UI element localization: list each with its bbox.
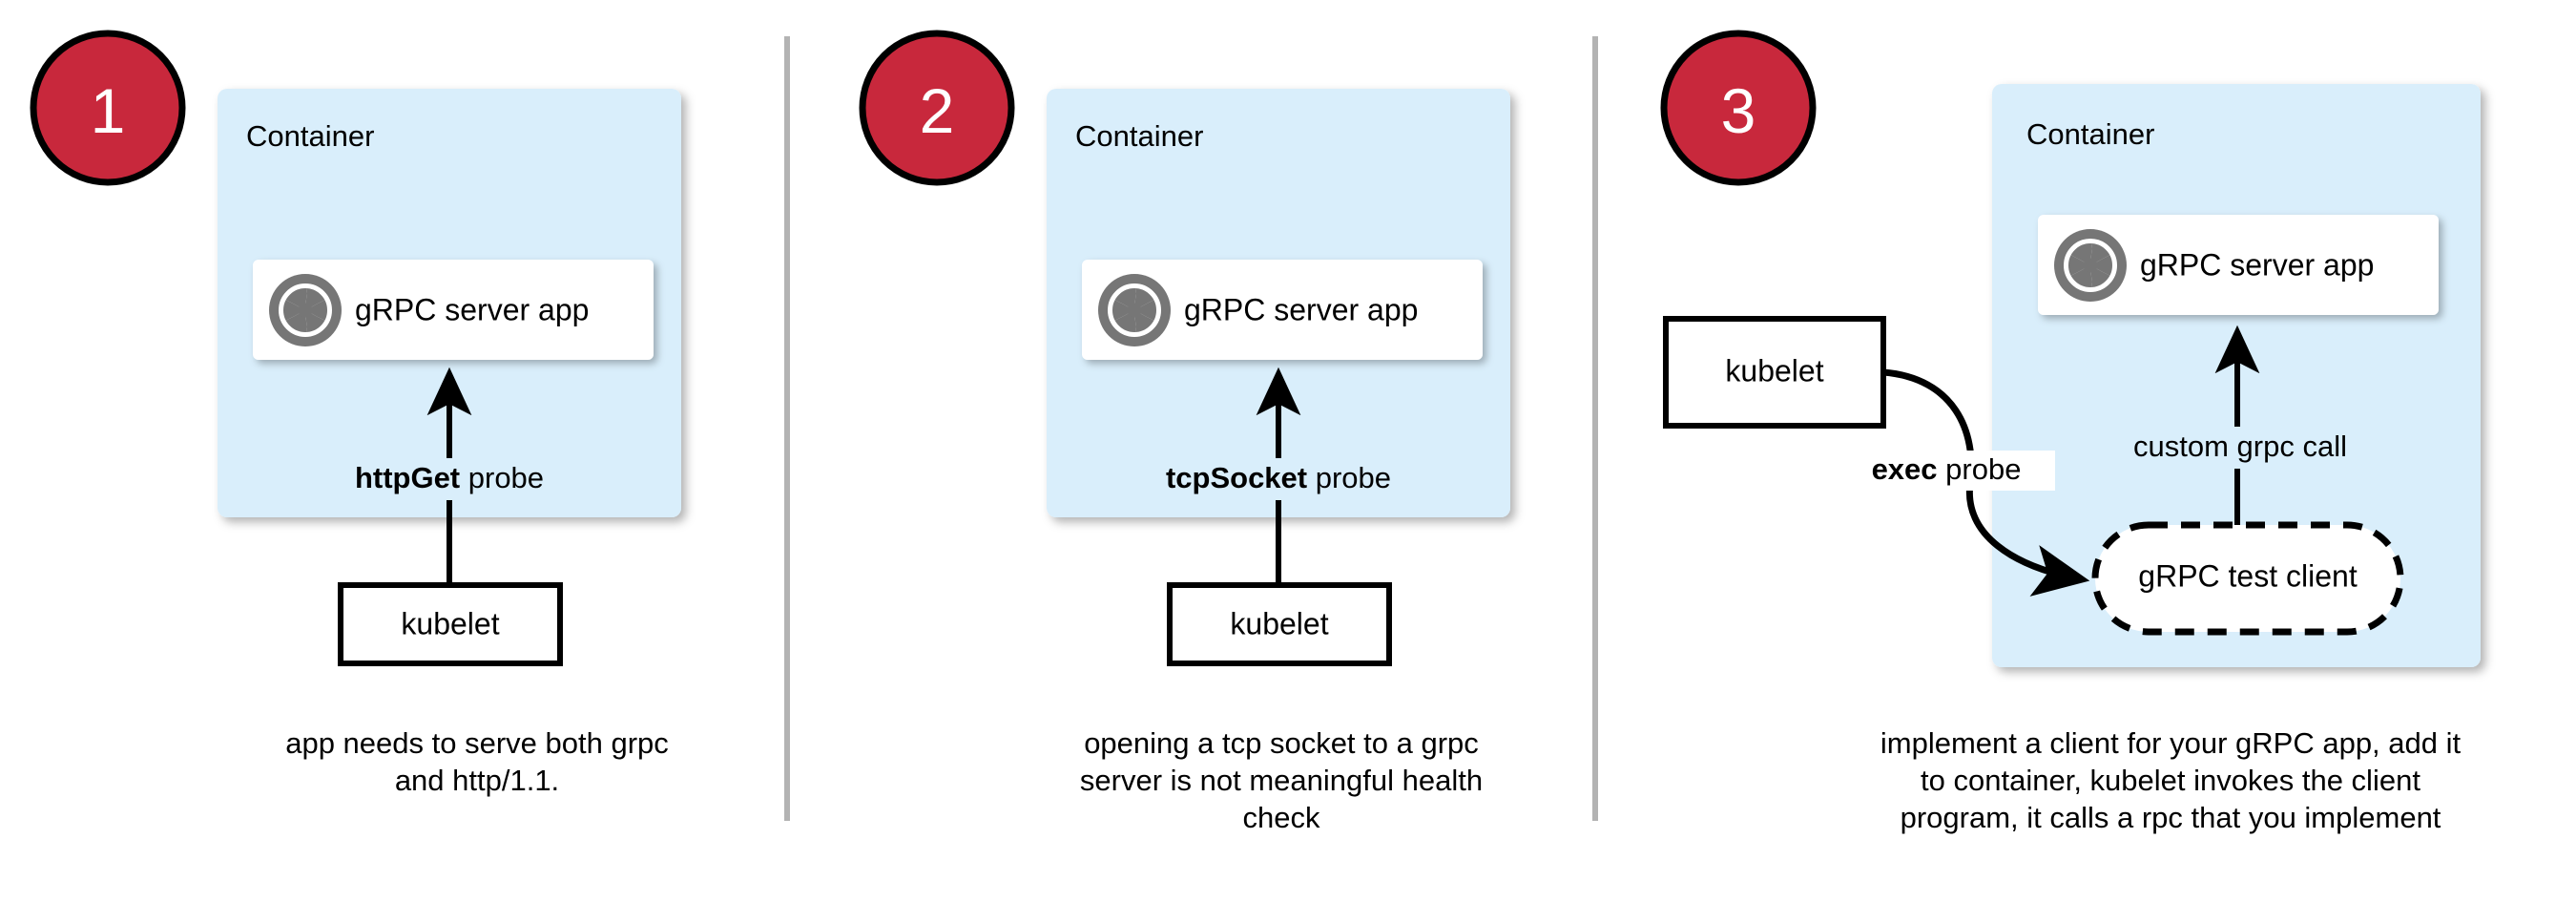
tcpsocket-label-backdrop [1150, 458, 1409, 500]
grpc-server-card-3 [2038, 215, 2439, 315]
kubelet-box-1 [338, 582, 563, 666]
panel-caption-2-line-3: check [1243, 801, 1320, 834]
step-badge-3: 3 [1660, 30, 1817, 186]
custom-grpc-call-backdrop [2118, 427, 2362, 469]
httpget-probe-label: httpGet probe [355, 461, 544, 494]
step-badge-2-number: 2 [920, 75, 955, 146]
grpc-test-client-label: gRPC test client [2138, 558, 2358, 593]
grpc-aperture-icon [2054, 229, 2127, 302]
kubelet-box-3 [1663, 316, 1886, 429]
grpc-server-label-1: gRPC server app [355, 292, 589, 326]
container-label-1: Container [246, 119, 374, 153]
grpc-server-card-2 [1082, 260, 1483, 360]
panel-2: Container gRPC server app tcpSocket prob… [1047, 89, 1510, 834]
kubelet-label-2: kubelet [1230, 606, 1328, 640]
exec-probe-label-backdrop [1838, 451, 2055, 491]
custom-grpc-call-label: custom grpc call [2133, 430, 2347, 463]
grpc-server-label-2: gRPC server app [1184, 292, 1418, 326]
exec-probe-label: exec probe [1872, 452, 2022, 486]
step-badge-3-number: 3 [1721, 75, 1756, 146]
panel-caption-2-line-1: opening a tcp socket to a grpc [1084, 726, 1479, 760]
panel-caption-2-line-2: server is not meaningful health [1080, 764, 1483, 797]
panel-caption-1-line-1: app needs to serve both grpc [285, 726, 669, 760]
kubelet-label-3: kubelet [1725, 353, 1823, 388]
httpget-label-backdrop [337, 458, 566, 500]
panel-caption-1-line-2: and http/1.1. [395, 764, 559, 797]
panel-caption-3-line-1: implement a client for your gRPC app, ad… [1880, 726, 2462, 760]
grpc-server-label-3: gRPC server app [2140, 247, 2374, 282]
panel-1: Container gRPC server app httpGet probe … [218, 89, 681, 797]
container-label-2: Container [1075, 119, 1203, 153]
grpc-test-client-shape [2091, 521, 2404, 636]
grpc-aperture-icon [269, 274, 342, 346]
container-label-3: Container [2026, 117, 2154, 151]
grpc-aperture-icon [1098, 274, 1171, 346]
panel-caption-3-line-3: program, it calls a rpc that you impleme… [1901, 801, 2441, 834]
step-badge-1: 1 [30, 30, 186, 186]
kubelet-box-2 [1167, 582, 1392, 666]
step-badge-2: 2 [859, 30, 1015, 186]
panel-caption-3-line-2: to container, kubelet invokes the client [1921, 764, 2420, 797]
panel-3: Container gRPC server app custom grpc ca… [1663, 84, 2481, 834]
kubelet-label-1: kubelet [401, 606, 499, 640]
step-badge-1-number: 1 [91, 75, 126, 146]
grpc-server-card-1 [253, 260, 654, 360]
tcpsocket-probe-label: tcpSocket probe [1166, 461, 1391, 494]
